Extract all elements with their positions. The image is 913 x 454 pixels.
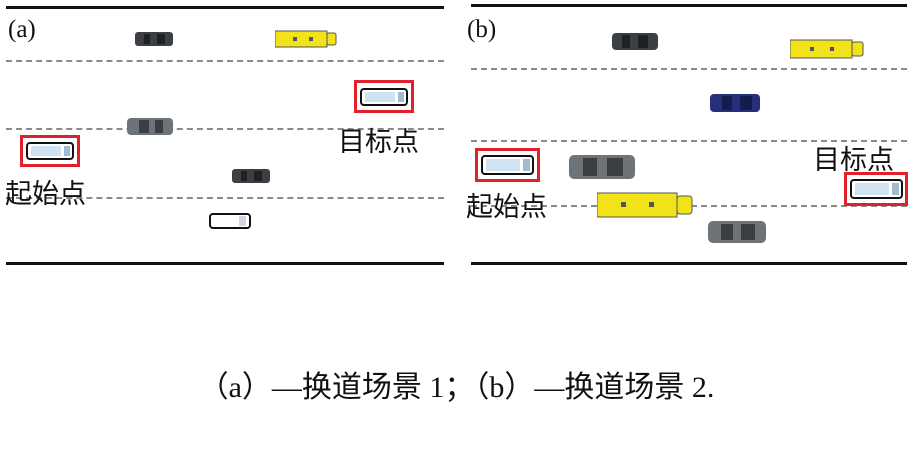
lane-divider [471, 140, 907, 142]
start-point-label: 起始点 [5, 179, 86, 210]
start-point-marker [475, 148, 540, 182]
goal-point-label: 目标点 [813, 145, 894, 176]
start-point-marker [20, 135, 80, 167]
scene-panel-b: (b) 起始点 目标点 [465, 0, 913, 270]
lane-divider [6, 197, 444, 199]
dark-car [135, 32, 173, 46]
dark-car [232, 169, 270, 183]
ego-vehicle-goal [360, 88, 408, 106]
road-top-edge [6, 6, 444, 9]
scene-panel-a: (a) 起始点 目标点 [0, 0, 450, 270]
yellow-truck [597, 192, 693, 218]
figure-caption: （a）—换道场景 1；（b）—换道场景 2. [198, 371, 715, 404]
gray-car [127, 118, 173, 135]
goal-point-label: 目标点 [338, 127, 419, 158]
gray-car [569, 155, 635, 179]
lane-divider [6, 60, 444, 62]
white-car [209, 213, 251, 229]
ego-vehicle-start [26, 142, 74, 160]
panel-label: (b) [467, 16, 497, 43]
gray-car [708, 221, 766, 243]
ego-vehicle-goal [850, 179, 903, 199]
lane-divider [6, 128, 444, 130]
goal-point-marker [354, 80, 414, 113]
panel-label: (a) [8, 16, 36, 43]
road-bottom-edge [6, 262, 444, 265]
ego-vehicle-start [481, 155, 534, 175]
lane-divider [471, 68, 907, 70]
road-bottom-edge [471, 262, 907, 265]
yellow-truck [275, 30, 337, 48]
yellow-truck [790, 39, 864, 59]
navy-car [710, 94, 760, 112]
dark-car [612, 33, 658, 50]
goal-point-marker [844, 172, 908, 206]
start-point-label: 起始点 [466, 192, 547, 223]
road-top-edge [471, 4, 907, 7]
